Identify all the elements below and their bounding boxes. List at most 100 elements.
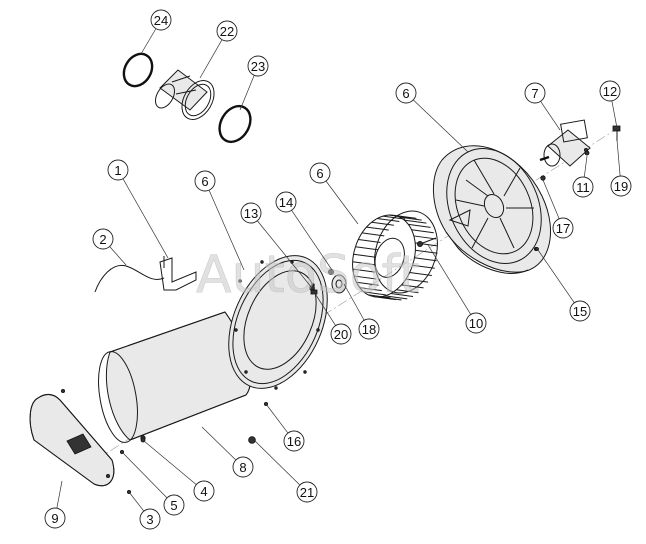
impeller-blade	[408, 223, 431, 228]
end-cover-9	[29, 388, 115, 487]
callout-18: 18	[343, 283, 380, 340]
drum-housing-8	[98, 311, 252, 443]
callout-number: 15	[573, 304, 587, 319]
impeller-blade	[352, 268, 376, 273]
impeller-blade	[359, 287, 382, 292]
callout-16: 16	[265, 403, 305, 452]
callout-bubble	[395, 82, 417, 104]
callout-leader	[121, 451, 168, 499]
callout-bubble	[92, 228, 114, 250]
callout-6: 6	[395, 82, 469, 153]
impeller-blade	[363, 291, 386, 296]
callout-leader	[140, 28, 157, 55]
callout-number: 22	[220, 24, 234, 39]
impeller-6	[352, 210, 438, 301]
callout-number: 19	[614, 179, 628, 194]
callout-14: 14	[275, 191, 333, 271]
callout-24: 24	[140, 9, 172, 55]
o-ring-23	[218, 104, 252, 144]
bolt-10	[416, 237, 437, 247]
callout-bubble	[240, 202, 262, 224]
callout-bubble	[309, 162, 331, 184]
callout-leader	[208, 190, 245, 271]
callout-leader	[616, 139, 621, 177]
callout-11: 11	[572, 155, 594, 198]
impeller-blade	[356, 281, 379, 286]
callout-number: 6	[402, 86, 409, 101]
callout-21: 21	[253, 439, 318, 503]
callout-bubble	[232, 456, 254, 478]
sensor-cable-2	[94, 264, 165, 293]
callout-number: 9	[51, 511, 58, 526]
callout-bubble	[524, 82, 546, 104]
callout-bubble	[283, 430, 305, 452]
impeller-blade	[415, 249, 438, 254]
callout-number: 5	[170, 498, 177, 513]
callout-leader	[540, 101, 561, 131]
callout-leader	[257, 220, 313, 289]
rear-housing-6	[432, 145, 551, 274]
callout-bubble	[107, 159, 129, 181]
callout-9: 9	[44, 480, 66, 529]
callout-number: 2	[99, 232, 106, 247]
callout-15: 15	[537, 249, 591, 322]
callout-12: 12	[599, 80, 621, 129]
o-ring-24	[122, 52, 154, 88]
callout-bubble	[552, 217, 574, 239]
impeller-blade	[371, 221, 394, 226]
callout-number: 7	[531, 86, 538, 101]
callout-number: 6	[201, 174, 208, 189]
intake-sleeve-22	[155, 69, 215, 120]
nut-14	[327, 268, 334, 275]
callout-leader	[313, 291, 336, 326]
callout-leader	[199, 39, 223, 79]
callout-number: 17	[556, 221, 570, 236]
callout-leader	[542, 179, 560, 219]
sensor-bracket-1	[159, 256, 197, 291]
impeller-blade	[368, 294, 391, 299]
callout-leader	[265, 403, 289, 434]
motor-7	[539, 119, 591, 167]
callout-number: 23	[251, 59, 265, 74]
impeller-blade	[413, 235, 437, 240]
callout-bubble	[572, 176, 594, 198]
callout-leader	[413, 99, 469, 153]
callout-leader	[291, 210, 333, 271]
front-flange-6	[228, 255, 328, 390]
callout-number: 14	[279, 195, 293, 210]
callout-7: 7	[524, 82, 561, 131]
callout-bubble	[330, 323, 352, 345]
callout-6: 6	[194, 170, 245, 271]
callout-bubble	[275, 191, 297, 213]
impeller-blade	[412, 264, 435, 269]
callout-3: 3	[128, 491, 161, 530]
callout-number: 20	[334, 327, 348, 342]
callout-bubble	[358, 318, 380, 340]
callout-6: 6	[309, 162, 359, 225]
callout-leader	[253, 439, 301, 486]
impeller-blade	[396, 289, 419, 294]
callout-leader	[109, 246, 127, 266]
callout-number: 3	[146, 512, 153, 527]
callout-13: 13	[240, 202, 313, 289]
callout-2: 2	[92, 228, 127, 266]
callout-number: 24	[154, 13, 168, 28]
callout-number: 12	[603, 84, 617, 99]
callout-1: 1	[107, 159, 169, 259]
callout-leader	[201, 426, 237, 461]
callout-number: 10	[469, 316, 483, 331]
callout-leader	[325, 180, 359, 225]
callout-bubble	[569, 300, 591, 322]
callout-number: 18	[362, 322, 376, 337]
callout-number: 11	[576, 180, 590, 195]
callout-number: 8	[239, 460, 246, 475]
impeller-blade	[362, 232, 385, 237]
screw-17	[540, 175, 546, 181]
callout-number: 16	[287, 434, 301, 449]
impeller-blade	[385, 295, 408, 300]
hub-18	[331, 274, 347, 294]
callout-bubble	[247, 55, 269, 77]
impeller-blade	[352, 261, 375, 266]
